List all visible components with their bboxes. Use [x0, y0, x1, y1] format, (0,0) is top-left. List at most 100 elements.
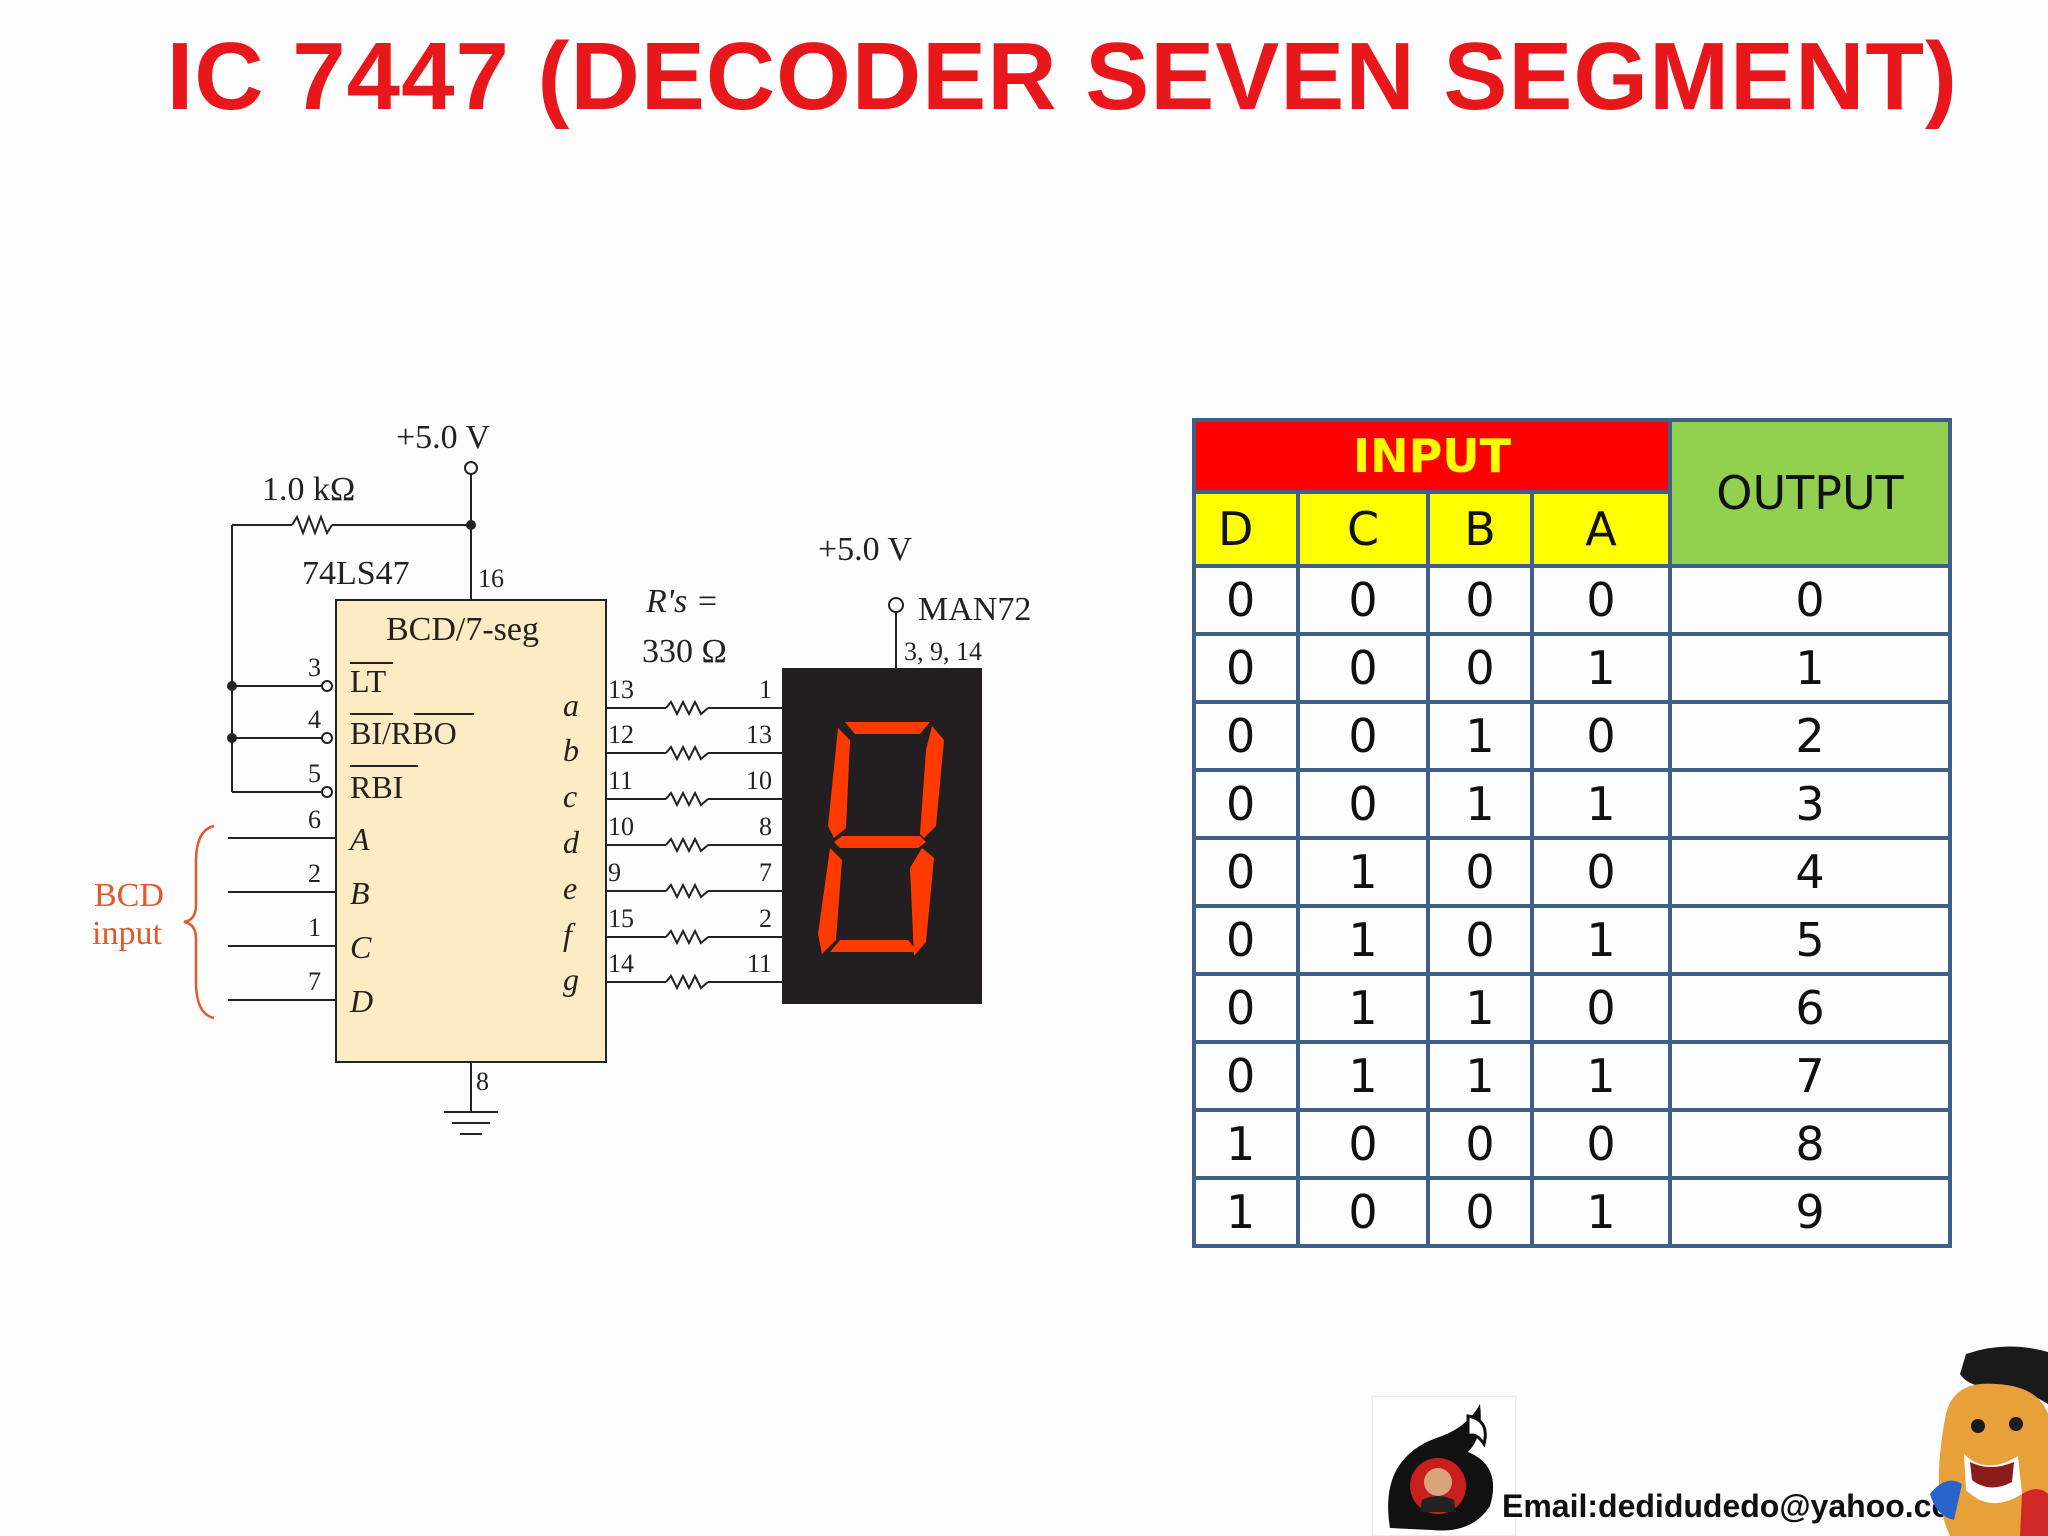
- segment-output-label: a: [563, 687, 579, 723]
- segment-resistor: [665, 790, 709, 808]
- column-header-a: A: [1530, 490, 1672, 568]
- ic-74ls47-body: [335, 599, 607, 1063]
- segment-output-label: e: [563, 870, 577, 906]
- contact-email: Email:dedidudedo@yahoo.com: [1502, 1488, 1980, 1524]
- cell-a: 1: [1530, 1176, 1672, 1248]
- cell-c: 0: [1296, 1108, 1430, 1180]
- cell-b: 0: [1426, 1176, 1534, 1248]
- cell-c: 0: [1296, 564, 1430, 636]
- supply-voltage-right: +5.0 V: [818, 531, 913, 568]
- cell-a: 0: [1530, 1108, 1672, 1180]
- cell-c: 1: [1296, 972, 1430, 1044]
- display-pin-number: 2: [759, 904, 772, 933]
- cell-a: 1: [1530, 904, 1672, 976]
- column-header-d: D: [1192, 490, 1300, 568]
- column-header-c: C: [1296, 490, 1430, 568]
- column-header-b: B: [1426, 490, 1534, 568]
- cell-b: 0: [1426, 904, 1534, 976]
- input-pin-label: C: [350, 929, 372, 965]
- display-pin-number: 11: [747, 949, 772, 978]
- cell-output: 1: [1668, 632, 1952, 704]
- input-pin-number: 7: [308, 967, 321, 996]
- input-pin-number: 1: [308, 913, 321, 942]
- segment-output-label: d: [563, 824, 580, 860]
- output-header: OUTPUT: [1668, 418, 1952, 568]
- segment-resistor: [665, 699, 709, 717]
- cell-d: 0: [1192, 768, 1300, 840]
- segment-output-label: g: [563, 961, 579, 997]
- cell-b: 1: [1426, 972, 1534, 1044]
- cell-d: 0: [1192, 632, 1300, 704]
- segment-resistor: [665, 882, 709, 900]
- cell-output: 0: [1668, 564, 1952, 636]
- vcc-pin-number: 16: [478, 564, 504, 593]
- display-pin-number: 13: [746, 720, 772, 749]
- cell-a: 0: [1530, 836, 1672, 908]
- cell-d: 0: [1192, 836, 1300, 908]
- cell-d: 0: [1192, 904, 1300, 976]
- ic-function-label: BCD/7-seg: [386, 611, 539, 648]
- cell-d: 0: [1192, 700, 1300, 772]
- cell-output: 2: [1668, 700, 1952, 772]
- input-pin-number: 6: [308, 805, 321, 834]
- cell-c: 1: [1296, 904, 1430, 976]
- resistors-label-line2: 330 Ω: [642, 633, 727, 670]
- cell-output: 5: [1668, 904, 1952, 976]
- display-part-number: MAN72: [918, 591, 1031, 628]
- control-pin-label: LT: [350, 663, 387, 699]
- supply-voltage-left: +5.0 V: [396, 419, 491, 456]
- cell-b: 1: [1426, 1040, 1534, 1112]
- cell-a: 1: [1530, 768, 1672, 840]
- cell-d: 1: [1192, 1108, 1300, 1180]
- ic-output-pin-number: 11: [608, 766, 633, 795]
- display-pin-number: 1: [759, 675, 772, 704]
- control-pin-number: 5: [308, 759, 321, 788]
- segment-resistor: [665, 973, 709, 991]
- display-segments: [818, 722, 944, 956]
- bcd-input-label: input: [92, 915, 162, 952]
- input-pin-label: D: [349, 983, 373, 1019]
- cell-a: 1: [1530, 1040, 1672, 1112]
- cell-b: 1: [1426, 700, 1534, 772]
- circuit-diagram: +5.0 V 1.0 kΩ 74LS47 BCD/7-seg +5.0 V MA…: [92, 419, 1031, 1135]
- pullup-resistor-value: 1.0 kΩ: [262, 471, 355, 508]
- input-pin-label: A: [348, 821, 370, 857]
- cell-d: 0: [1192, 564, 1300, 636]
- cell-b: 0: [1426, 632, 1534, 704]
- ic-output-pin-number: 13: [608, 675, 634, 704]
- cell-output: 6: [1668, 972, 1952, 1044]
- control-pin-number: 3: [308, 653, 321, 682]
- cell-output: 8: [1668, 1108, 1952, 1180]
- ic-output-pin-number: 10: [608, 812, 634, 841]
- cell-output: 3: [1668, 768, 1952, 840]
- cell-output: 7: [1668, 1040, 1952, 1112]
- resistors-label-line1: R's =: [645, 583, 719, 620]
- gnd-pin-number: 8: [476, 1067, 489, 1096]
- input-pin-label: B: [350, 875, 370, 911]
- input-pin-number: 2: [308, 859, 321, 888]
- cell-d: 1: [1192, 1176, 1300, 1248]
- segment-resistor: [665, 836, 709, 854]
- segment-resistor: [665, 744, 709, 762]
- ic-output-pin-number: 9: [608, 858, 621, 887]
- cell-b: 0: [1426, 564, 1534, 636]
- cell-c: 0: [1296, 1176, 1430, 1248]
- cell-a: 1: [1530, 632, 1672, 704]
- cell-b: 0: [1426, 836, 1534, 908]
- ic-output-pin-number: 14: [608, 949, 634, 978]
- author-logo: [1372, 1396, 1516, 1536]
- control-pin-label: BI/RBO: [350, 715, 457, 751]
- cell-output: 4: [1668, 836, 1952, 908]
- ic-part-number: 74LS47: [302, 555, 410, 592]
